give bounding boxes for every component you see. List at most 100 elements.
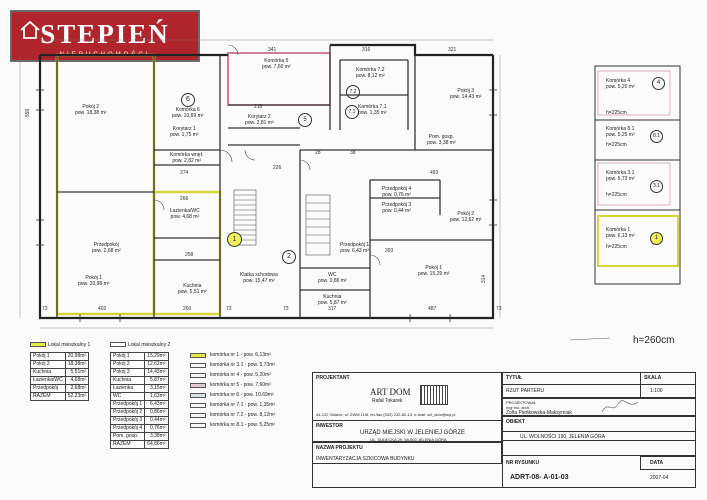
cell-legend-swatch bbox=[190, 393, 206, 398]
projektowal-name: Zofia Pieńkowska-Maksymiak bbox=[506, 410, 572, 416]
legend-room-name: WC bbox=[109, 392, 146, 401]
dimension-label: 393 bbox=[385, 248, 394, 254]
logo-title: STEPIEŃ bbox=[40, 19, 170, 49]
legend-room-name: Pokój 1 bbox=[30, 352, 66, 361]
cell-legend-label: komórka nr 8.1 - pow. 5,25m² bbox=[210, 422, 276, 428]
marker-7-1: 7.1 bbox=[345, 105, 359, 119]
nazwa-label: NAZWA PROJEKTU bbox=[316, 445, 363, 451]
dimension-label: 317 bbox=[328, 306, 337, 312]
legend-room-area: 3,38m² bbox=[144, 432, 169, 441]
skala-value: 1:100 bbox=[650, 388, 663, 394]
nr-rysunku-label: NR RYSUNKU bbox=[506, 460, 540, 466]
legend-room-area: 0,44m² bbox=[144, 416, 169, 425]
dimension-label: 493 bbox=[430, 170, 439, 176]
staircase bbox=[233, 189, 331, 256]
side-cell-marker: 4 bbox=[652, 77, 665, 90]
side-cell-height: h=225cm bbox=[606, 192, 627, 198]
legend-room-area: 0,76m² bbox=[144, 424, 169, 433]
legend-room-name: RAZEM bbox=[30, 392, 66, 401]
inwestor-address: UL. SUDECKA 29, 58-500 JELENIA GÓRA bbox=[370, 437, 447, 442]
legend-room-name: RAZEM bbox=[109, 440, 146, 449]
data-label: DATA bbox=[650, 460, 664, 466]
room-label: Komórka wnęt.pow. 2,82 m² bbox=[170, 152, 204, 164]
artdom-address: 44-122 Gliwice, ul. ZWM 11/8, tel./fax (… bbox=[316, 412, 456, 417]
legend-room-name: Przedpokój bbox=[30, 384, 66, 393]
house-icon bbox=[20, 21, 40, 39]
legend-room-area: 1,63m² bbox=[144, 392, 169, 401]
dimension-label: 73 bbox=[42, 306, 48, 312]
title-block-row bbox=[502, 398, 696, 416]
tytul-label: TYTUŁ bbox=[506, 375, 523, 381]
legend-room-area: 2,68m² bbox=[64, 384, 90, 393]
legend-room-area: 15,29m² bbox=[144, 352, 169, 361]
data-value: 2007-04 bbox=[650, 475, 669, 481]
marker-2: 2 bbox=[282, 250, 296, 264]
legend-room-area: 18,38m² bbox=[64, 360, 90, 369]
dimension-label: 226 bbox=[273, 165, 282, 171]
legend-room-area: 4,68m² bbox=[64, 376, 90, 385]
lokal2-swatch bbox=[110, 342, 126, 347]
dimension-label: 274 bbox=[180, 170, 189, 176]
nazwa-value: INWENTARYZACJA SZKICOWA BUDYNKU bbox=[316, 456, 415, 462]
dimension-label: 73 bbox=[226, 306, 232, 312]
cell-legend-label: komórka nr 6 - pow. 10,69m² bbox=[210, 392, 274, 398]
projektowal-label: PROJEKTOWAŁ bbox=[506, 400, 537, 405]
lokal1-swatch bbox=[30, 342, 46, 347]
side-cell-height: h=225cm bbox=[606, 110, 627, 116]
legend-room-name: Pokój 3 bbox=[109, 368, 146, 377]
lokal1-title: Lokal mieszkalny 1 bbox=[48, 342, 91, 348]
side-cell-marker: 1 bbox=[650, 232, 663, 245]
legend-room-name: Pom. gosp. bbox=[109, 432, 146, 441]
room-label: Pom. gosp.pow. 3,38 m² bbox=[427, 134, 456, 146]
cell-legend-label: komórka nr 7.2 - pow. 8,12m² bbox=[210, 412, 276, 418]
marker-6: 6 bbox=[181, 93, 195, 107]
title-block-scale-cell bbox=[640, 372, 696, 398]
title-block-date-cell bbox=[640, 456, 696, 470]
side-cell-marker: 3.1 bbox=[650, 180, 663, 193]
dimension-label: 321 bbox=[448, 47, 457, 53]
title-block-row bbox=[502, 440, 696, 456]
legend-room-area: 3,15m² bbox=[144, 384, 169, 393]
legend-room-name: Kuchnia bbox=[30, 368, 66, 377]
cell-legend-swatch bbox=[190, 373, 206, 378]
lokal2-title: Lokal mieszkalny 2 bbox=[128, 342, 171, 348]
dimension-label: 260 bbox=[183, 306, 192, 312]
dimension-label: 487 bbox=[428, 306, 437, 312]
obiekt-value: UL. WOLNOŚCI 190, JELENIA GÓRA bbox=[520, 434, 606, 440]
artdom-title: ART DOM bbox=[370, 387, 411, 397]
legend-row: Pom. gosp.3,38m² bbox=[109, 432, 169, 441]
legend-room-name: Łazienka bbox=[109, 384, 146, 393]
legend-room-name: Przedpokój 2 bbox=[109, 408, 146, 417]
company-logo: STEPIEŃ NIERUCHOMOŚCI bbox=[10, 10, 200, 62]
inwestor-label: INWESTOR bbox=[316, 423, 343, 429]
legend-room-name: Pokój 2 bbox=[109, 360, 146, 369]
cell-legend-swatch bbox=[190, 403, 206, 408]
side-cell-height: h=225cm bbox=[606, 244, 627, 250]
legend-room-name: Kuchnia bbox=[109, 376, 146, 385]
dimension-label: 28 bbox=[315, 150, 321, 156]
